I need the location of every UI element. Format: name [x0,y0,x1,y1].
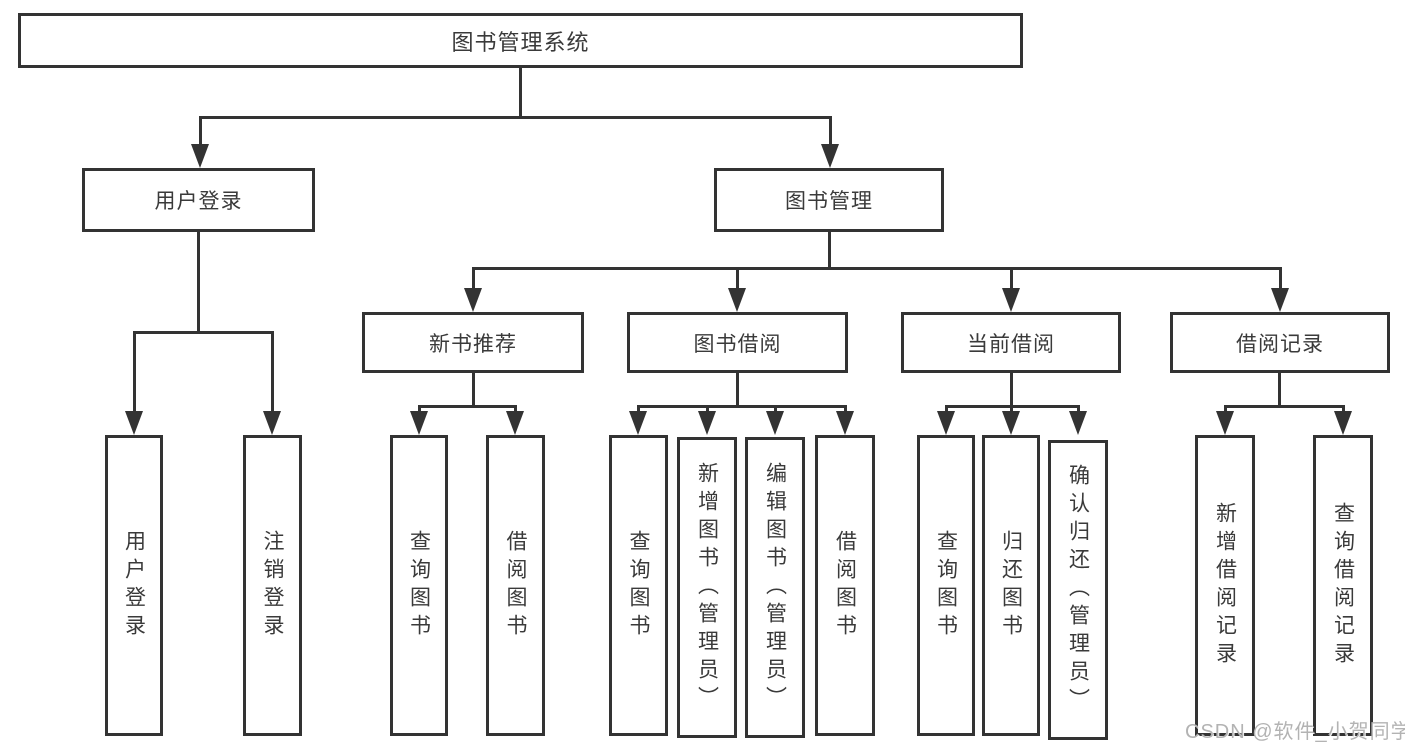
connector-current-leaf1-stem [945,405,948,414]
node-query-books-current: 查询图书 [917,435,975,736]
arrowhead-records-leaf1 [1216,411,1234,435]
connector-current-leaf3-stem [1077,405,1080,414]
connector-records-leaf2-stem [1342,405,1345,414]
node-logout-leaf: 注销登录 [243,435,302,736]
connector-rec-leaf1-stem [418,405,421,414]
connector-user-leaf2-stem [271,331,274,413]
arrowhead-book-current [1002,288,1020,312]
connector-user-hline [133,331,274,334]
connector-borrow-leaf4-stem [844,405,847,414]
connector-borrow-leaf3-stem [774,405,777,414]
arrowhead-current-leaf3 [1069,411,1087,435]
arrowhead-records-leaf2 [1334,411,1352,435]
node-add-book-admin: 新增图书（管理员） [677,437,737,738]
connector-book-borrow-stem [736,267,739,291]
arrowhead-borrow-leaf2 [698,411,716,435]
node-query-books-recommend: 查询图书 [390,435,448,736]
connector-book-records-stem [1279,267,1282,291]
arrowhead-book-rec [464,288,482,312]
connector-borrow-leaf1-stem [637,405,640,414]
arrowhead-borrow-leaf1 [629,411,647,435]
arrowhead-rec-leaf2 [506,411,524,435]
node-book-management: 图书管理 [714,168,944,232]
connector-root-user-stem [199,116,202,146]
connector-book-vline [828,232,831,269]
node-user-login: 用户登录 [82,168,315,232]
arrowhead-borrow-leaf4 [836,411,854,435]
arrowhead-user-leaf2 [263,411,281,435]
node-query-borrow-record: 查询借阅记录 [1313,435,1373,736]
csdn-watermark: CSDN @软件_小贺同学 [1185,721,1405,743]
arrowhead-root-user [191,144,209,168]
node-confirm-return-admin: 确认归还（管理员） [1048,440,1108,740]
arrowhead-book-records [1271,288,1289,312]
connector-rec-hline [418,405,517,408]
node-current-borrowing: 当前借阅 [901,312,1121,373]
connector-book-current-stem [1010,267,1013,291]
node-borrowing-records: 借阅记录 [1170,312,1390,373]
connector-current-leaf2-stem [1010,405,1013,414]
arrowhead-user-leaf1 [125,411,143,435]
connector-borrow-leaf2-stem [706,405,709,414]
node-query-books-borrowing: 查询图书 [609,435,668,736]
connector-current-vline [1010,373,1013,408]
connector-records-leaf1-stem [1224,405,1227,414]
node-user-login-leaf: 用户登录 [105,435,163,736]
connector-rec-vline [472,373,475,408]
node-edit-book-admin: 编辑图书（管理员） [745,437,805,738]
arrowhead-root-book [821,144,839,168]
connector-book-hline [472,267,1282,270]
connector-book-rec-stem [472,267,475,291]
arrowhead-book-borrow [728,288,746,312]
node-borrow-books-recommend: 借阅图书 [486,435,545,736]
connector-root-book-stem [829,116,832,146]
connector-rec-leaf2-stem [514,405,517,414]
connector-records-hline [1224,405,1344,408]
node-add-borrow-record: 新增借阅记录 [1195,435,1255,736]
arrowhead-current-leaf1 [937,411,955,435]
connector-user-leaf1-stem [133,331,136,413]
connector-root-hline [199,116,832,119]
connector-records-vline [1278,373,1281,408]
connector-borrow-hline [637,405,846,408]
arrowhead-current-leaf2 [1002,411,1020,435]
node-book-borrowing: 图书借阅 [627,312,848,373]
arrowhead-borrow-leaf3 [766,411,784,435]
node-library-system: 图书管理系统 [18,13,1023,68]
connector-user-vline [197,232,200,333]
node-return-books: 归还图书 [982,435,1040,736]
node-borrow-books-borrowing: 借阅图书 [815,435,875,736]
connector-root-vline [519,68,522,118]
node-new-book-recommend: 新书推荐 [362,312,584,373]
connector-borrow-vline [736,373,739,408]
arrowhead-rec-leaf1 [410,411,428,435]
